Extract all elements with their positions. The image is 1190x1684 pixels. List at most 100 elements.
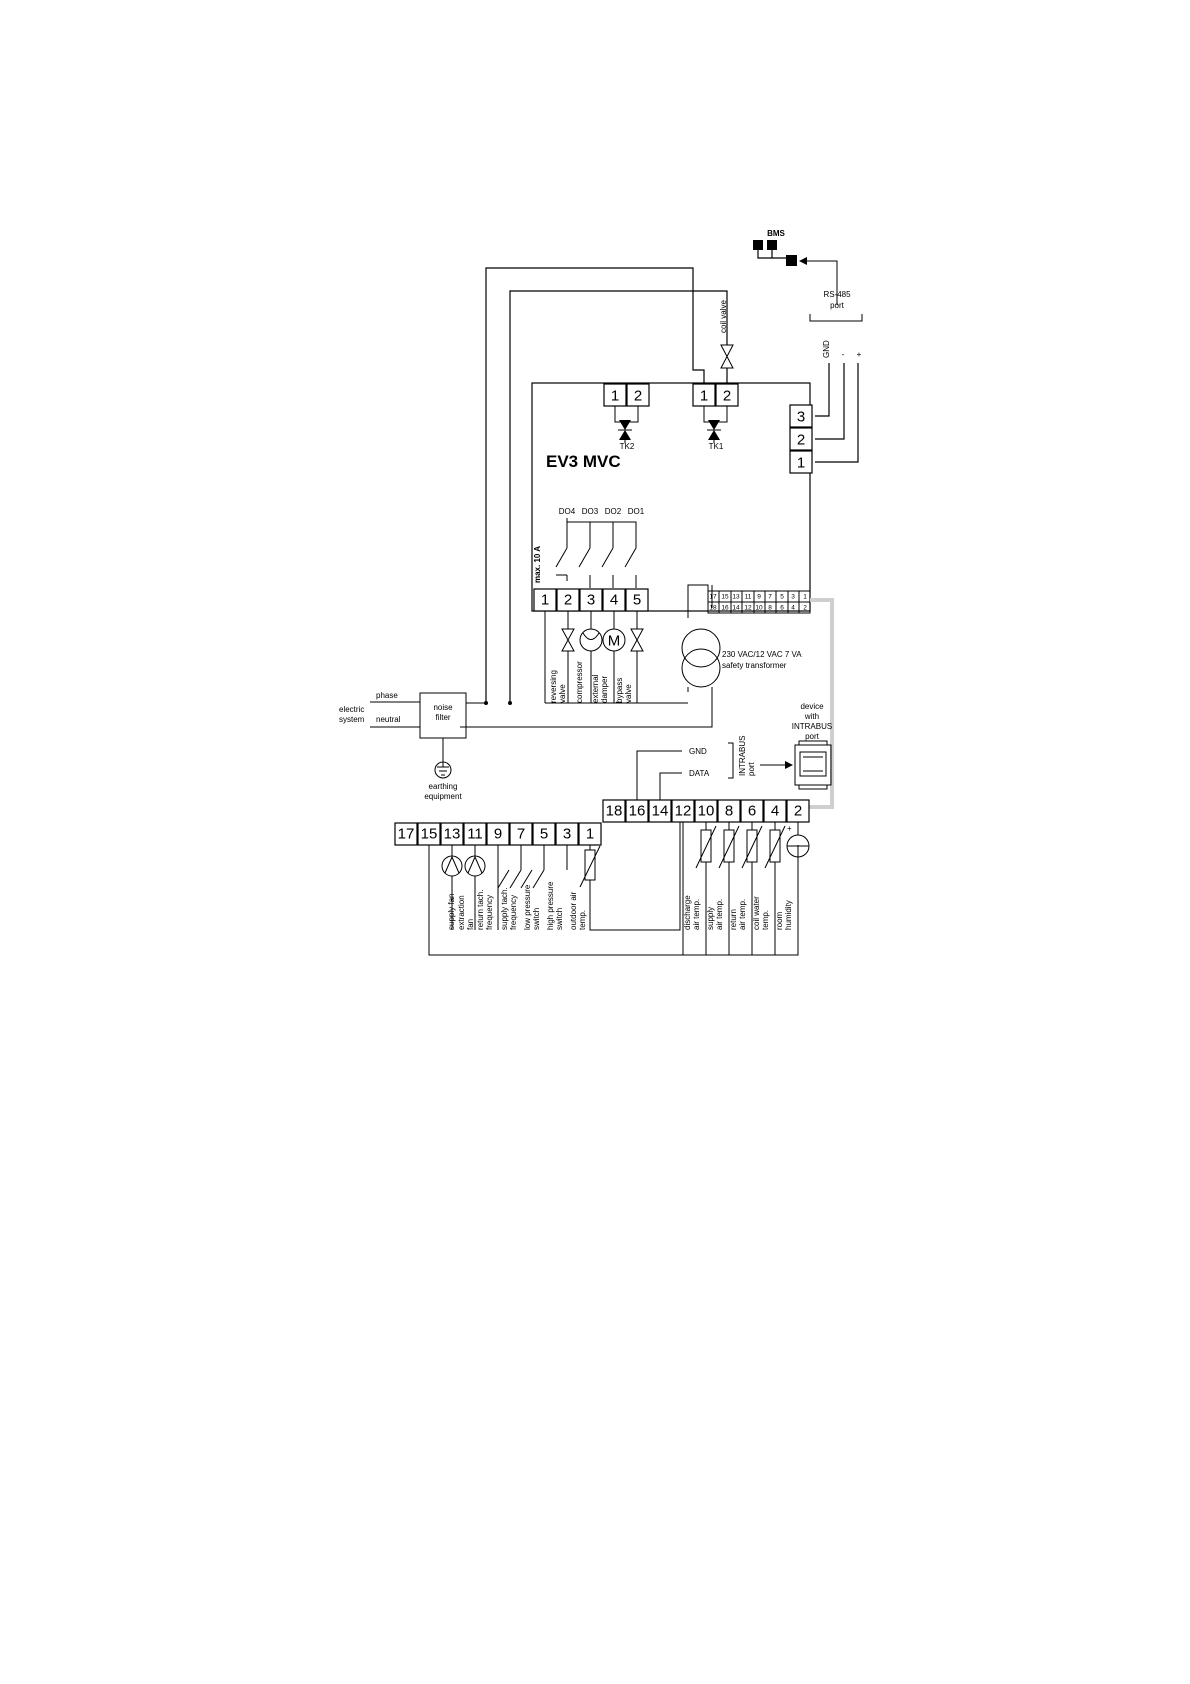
svg-text:2: 2 xyxy=(797,432,805,449)
controller-title: EV3 MVC xyxy=(546,452,621,471)
svg-text:1: 1 xyxy=(803,594,807,601)
svg-text:4: 4 xyxy=(610,592,618,609)
svg-text:9: 9 xyxy=(494,826,502,843)
relay-terminal-block: 1 2 3 4 5 xyxy=(533,588,649,612)
svg-text:neutral: neutral xyxy=(376,715,401,724)
svg-text:high pressureswitch: high pressureswitch xyxy=(546,881,564,930)
svg-text:6: 6 xyxy=(748,803,756,820)
coil-valve: coil valve xyxy=(485,267,734,703)
svg-text:2: 2 xyxy=(803,605,807,612)
svg-text:phase: phase xyxy=(376,691,398,700)
controller-bus-cable xyxy=(805,598,834,809)
svg-text:13: 13 xyxy=(444,826,461,843)
svg-text:15: 15 xyxy=(721,594,729,601)
bms-label: BMS xyxy=(767,229,785,238)
svg-text:low pressureswitch: low pressureswitch xyxy=(523,884,541,930)
svg-text:extractionfan: extractionfan xyxy=(457,895,475,930)
svg-text:TK2: TK2 xyxy=(620,442,635,451)
intrabus-device-icon xyxy=(794,740,832,790)
load-labels: reversingvalve compressor externaldamper… xyxy=(549,661,633,703)
svg-text:7: 7 xyxy=(768,594,772,601)
svg-text:8: 8 xyxy=(768,605,772,612)
bms-terminal-block: 3 2 1 xyxy=(789,404,813,474)
even-terminal-block: 18 16 14 12 10 8 6 4 2 xyxy=(602,799,810,823)
svg-text:10: 10 xyxy=(698,803,715,820)
svg-text:3: 3 xyxy=(791,594,795,601)
svg-text:DATA: DATA xyxy=(689,769,710,778)
svg-text:2: 2 xyxy=(723,388,731,405)
svg-text:3: 3 xyxy=(797,409,805,426)
svg-text:externaldamper: externaldamper xyxy=(591,674,609,703)
svg-text:16: 16 xyxy=(721,605,729,612)
svg-text:compressor: compressor xyxy=(575,661,584,703)
svg-text:3: 3 xyxy=(587,592,595,609)
svg-text:5: 5 xyxy=(780,594,784,601)
svg-text:GND: GND xyxy=(689,747,707,756)
svg-text:returnair temp.: returnair temp. xyxy=(729,899,747,930)
svg-text:+: + xyxy=(787,824,792,833)
relay-contacts xyxy=(555,518,637,588)
svg-text:2: 2 xyxy=(794,803,802,820)
outdoor-temp-sensor-icon xyxy=(584,849,596,881)
svg-text:outdoor airtemp.: outdoor airtemp. xyxy=(569,891,587,930)
svg-text:GND: GND xyxy=(822,340,831,358)
even-terminal-labels: dischargeair temp. supplyair temp. retur… xyxy=(683,895,793,930)
bms-icon xyxy=(753,240,797,266)
tk1-triac: 1 2 TK1 xyxy=(692,383,739,451)
svg-text:supply fan: supply fan xyxy=(447,894,456,930)
svg-text:14: 14 xyxy=(732,605,740,612)
svg-text:DO3: DO3 xyxy=(582,507,599,516)
svg-text:DO2: DO2 xyxy=(605,507,622,516)
ev3-mvc-controller xyxy=(531,382,811,612)
svg-text:2: 2 xyxy=(564,592,572,609)
svg-text:DO4: DO4 xyxy=(559,507,576,516)
svg-text:13: 13 xyxy=(732,594,740,601)
svg-text:15: 15 xyxy=(421,826,438,843)
svg-text:3: 3 xyxy=(563,826,571,843)
svg-text:reversingvalve: reversingvalve xyxy=(549,670,567,703)
relay-labels: DO4 DO3 DO2 DO1 xyxy=(559,507,645,516)
bms-arrowhead xyxy=(799,257,807,265)
svg-text:17: 17 xyxy=(709,594,717,601)
svg-text:11: 11 xyxy=(745,594,752,601)
damper-motor-icon xyxy=(602,628,626,652)
svg-text:12: 12 xyxy=(675,803,692,820)
controller-connector: 17 15 13 11 9 7 5 3 1 18 16 14 12 10 8 6… xyxy=(707,590,811,614)
even-side-sensors: + xyxy=(682,822,810,955)
svg-text:1: 1 xyxy=(611,388,619,405)
svg-text:11: 11 xyxy=(467,826,483,843)
compressor-icon xyxy=(579,628,603,652)
svg-text:bypassvalve: bypassvalve xyxy=(615,678,633,703)
svg-text:coil valve: coil valve xyxy=(719,300,728,333)
svg-text:coil watertemp.: coil watertemp. xyxy=(752,896,770,930)
rs485-pin-labels: GND - + xyxy=(822,340,862,359)
svg-text:10: 10 xyxy=(755,605,763,612)
svg-text:TK1: TK1 xyxy=(709,442,724,451)
svg-text:INTRABUSport: INTRABUSport xyxy=(738,736,756,776)
svg-text:DO1: DO1 xyxy=(628,507,645,516)
rs485-bracket xyxy=(809,314,863,322)
svg-text:17: 17 xyxy=(398,826,415,843)
svg-text:16: 16 xyxy=(629,803,646,820)
svg-text:8: 8 xyxy=(725,803,733,820)
svg-text:12: 12 xyxy=(744,605,752,612)
svg-text:4: 4 xyxy=(771,803,779,820)
svg-text:5: 5 xyxy=(633,592,641,609)
svg-text:supplyair temp.: supplyair temp. xyxy=(706,899,724,930)
svg-text:18: 18 xyxy=(709,605,717,612)
svg-text:roomhumidity: roomhumidity xyxy=(775,900,793,930)
relay-loads: M xyxy=(544,611,688,704)
svg-text:14: 14 xyxy=(652,803,669,820)
reversing-valve-icon xyxy=(561,628,575,652)
svg-text:5: 5 xyxy=(540,826,548,843)
